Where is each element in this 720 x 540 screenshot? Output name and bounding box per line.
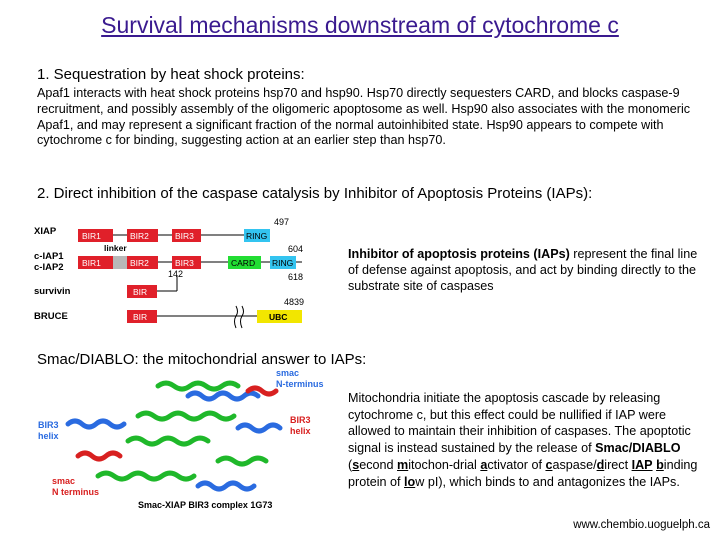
complex-caption: Smac-XIAP BIR3 complex 1G73: [138, 500, 272, 510]
acronym-b-rest: inding protein of: [348, 457, 698, 489]
protein-label-ciap2: c-IAP2: [34, 262, 64, 273]
ciap-bir3-domain: [172, 256, 201, 269]
section3-heading: Smac/DIABLO: the mitochondrial answer to…: [37, 351, 367, 368]
ciap-ring-domain: [270, 256, 296, 269]
ciap2-length: 618: [288, 272, 303, 282]
bir3-left-label-2: helix: [38, 431, 59, 441]
smac-helices: [95, 380, 269, 482]
acronym-d: d: [596, 457, 605, 472]
acronym-m-rest: itochon-drial: [408, 457, 481, 472]
ciap-bir2-label: BIR2: [130, 258, 149, 268]
xiap-ring-label: RING: [246, 231, 267, 241]
ciap1-length: 604: [288, 244, 303, 254]
acronym-a-rest: ctivator of: [487, 457, 546, 472]
page-title: Survival mechanisms downstream of cytoch…: [101, 12, 619, 38]
bir3-left-label-1: BIR3: [38, 420, 59, 430]
smac-n-left-label-2: N terminus: [52, 487, 99, 497]
ciap-linker: [113, 256, 127, 269]
smac-diablo-term: Smac/DIABLO: [595, 441, 681, 456]
acronym-iap: IAP: [631, 457, 653, 472]
ciap-card-domain: [228, 256, 261, 269]
smac-n-left-label-1: smac: [52, 476, 75, 486]
smac-xiap-structure-image: smac N-terminus BIR3 helix BIR3 helix sm…: [38, 368, 324, 510]
xiap-bir2-label: BIR2: [130, 231, 149, 241]
bir3-helices: [65, 390, 283, 492]
section3-paren: (: [348, 457, 353, 472]
xiap-bir1-domain: [78, 229, 113, 242]
protein-label-survivin: survivin: [34, 286, 71, 297]
bruce-bir-label: BIR: [133, 312, 147, 322]
protein-label-bruce: BRUCE: [34, 311, 68, 322]
ciap-card-label: CARD: [231, 258, 255, 268]
acronym-s-rest: econd: [359, 457, 398, 472]
bruce-ubc-label: UBC: [269, 312, 287, 322]
xiap-bir2-domain: [127, 229, 158, 242]
section3-body-tail: w pI), which binds to and antagonizes th…: [415, 474, 680, 489]
footer-source: www.chembio.uoguelph.ca: [573, 519, 710, 531]
section3-body: Mitochondria initiate the apoptosis casc…: [348, 390, 700, 490]
ciap-bir1-label: BIR1: [82, 258, 101, 268]
section1-body: Apaf1 interacts with heat shock proteins…: [37, 86, 691, 148]
xiap-bir3-label: BIR3: [175, 231, 194, 241]
bir3-right-label-2: helix: [290, 426, 311, 436]
bruce-break-mark-1: [234, 305, 238, 329]
iap-domain-diagram: XIAP c-IAP1 c-IAP2 survivin BRUCE BIR1 B…: [34, 217, 304, 329]
section2-heading: 2. Direct inhibition of the caspase cata…: [37, 185, 593, 202]
xiap-length: 497: [274, 217, 289, 227]
bruce-bir-domain: [127, 310, 157, 323]
smac-n-right-label-2: N-terminus: [276, 379, 324, 389]
acronym-c-rest: aspase/: [552, 457, 597, 472]
protein-label-ciap1: c-IAP1: [34, 251, 64, 262]
xiap-bir1-label: BIR1: [82, 231, 101, 241]
ciap-bir2-domain: [127, 256, 158, 269]
linker-label: linker: [104, 243, 127, 253]
xiap-bir3-domain: [172, 229, 201, 242]
iap-term: Inhibitor of apoptosis proteins (IAPs): [348, 247, 570, 261]
acronym-m: m: [397, 457, 409, 472]
section2-body: Inhibitor of apoptosis proteins (IAPs) r…: [348, 246, 698, 294]
section2-body-rest: represent the final line of defense agai…: [348, 247, 698, 293]
bruce-break-mark-2: [240, 305, 244, 329]
ciap-ring-label: RING: [272, 258, 293, 268]
protein-label-xiap: XIAP: [34, 226, 57, 237]
acronym-c: c: [545, 457, 553, 472]
survivin-length: 142: [168, 269, 183, 279]
acronym-lo: lo: [404, 474, 416, 489]
ciap-bir1-domain: [78, 256, 113, 269]
red-helices: [75, 385, 279, 462]
bruce-length: 4839: [284, 297, 304, 307]
survivin-bir-label: BIR: [133, 287, 147, 297]
acronym-s: s: [352, 457, 360, 472]
section3-body-a: Mitochondria initiate the apoptosis casc…: [348, 391, 691, 456]
acronym-b: b: [656, 457, 664, 472]
smac-n-right-label-1: smac: [276, 368, 299, 378]
bruce-ubc-domain: [257, 310, 302, 323]
survivin-bir-domain: [127, 285, 157, 298]
acronym-a: a: [480, 457, 488, 472]
acronym-d-rest: irect: [604, 457, 632, 472]
bir3-right-label-1: BIR3: [290, 415, 311, 425]
ciap-bir3-label: BIR3: [175, 258, 194, 268]
xiap-ring-domain: [244, 229, 270, 242]
section1-heading: 1. Sequestration by heat shock proteins:: [37, 66, 305, 83]
